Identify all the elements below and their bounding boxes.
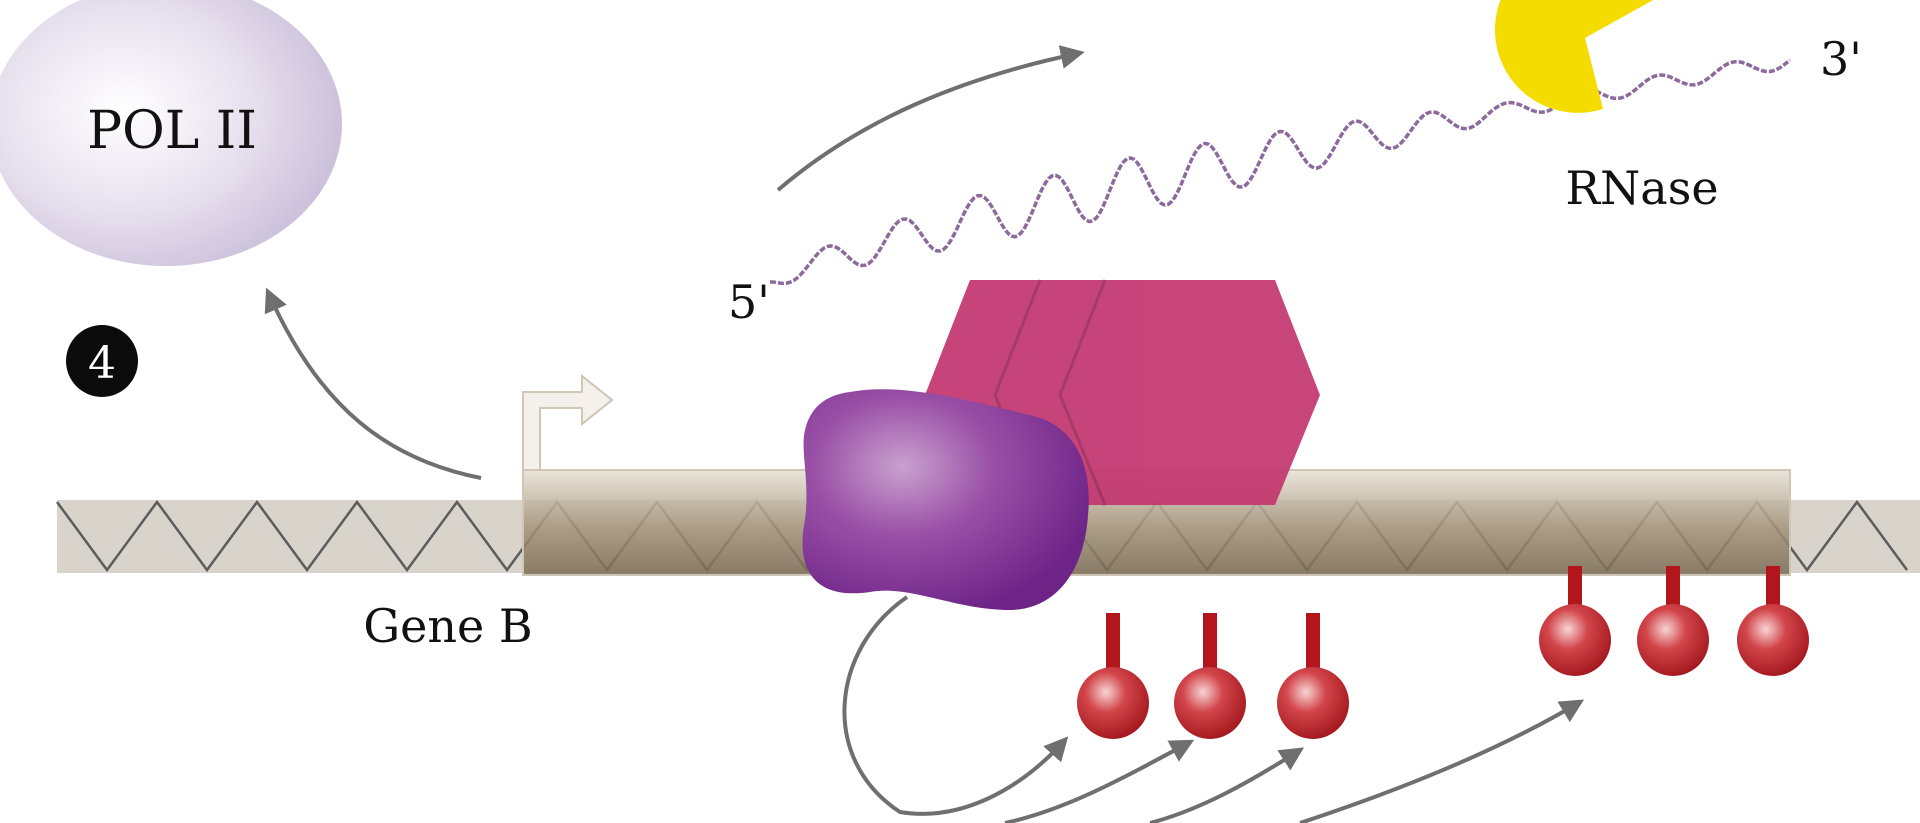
lollipop-icon: [1077, 613, 1149, 739]
lollipop-stem: [1306, 613, 1320, 673]
step-number-icon: [66, 325, 138, 397]
arrow-3: [1149, 747, 1305, 823]
rnase-pacman-icon: [1494, 0, 1654, 113]
lollipop-ball: [1637, 604, 1709, 676]
lollipop-ball: [1174, 667, 1246, 739]
lollipop-stem: [1666, 566, 1680, 610]
three-prime-label: 3': [1820, 32, 1862, 86]
rna-transcript: [770, 58, 1792, 286]
pol-ii-label: POL II: [87, 101, 257, 161]
modification-marks: [1077, 566, 1809, 739]
transcription-arrow: [776, 45, 1085, 192]
lollipop-ball: [1737, 604, 1809, 676]
lollipop-ball: [1277, 667, 1349, 739]
loop-arrow-1: [842, 595, 1069, 816]
lollipop-icon: [1539, 566, 1611, 676]
lollipop-icon: [1637, 566, 1709, 676]
lollipop-icon: [1277, 613, 1349, 739]
lollipop-icon: [1737, 566, 1809, 676]
pol-ii-ellipse: [0, 0, 342, 266]
release-arrow: [264, 287, 482, 480]
lollipop-stem: [1106, 613, 1120, 673]
five-prime-label: 5': [728, 275, 770, 329]
arrow-2: [1004, 739, 1195, 823]
lollipop-stem: [1203, 613, 1217, 673]
step-number: 4: [88, 338, 116, 389]
recruitment-arrows: [842, 595, 1585, 823]
lollipop-stem: [1766, 566, 1780, 610]
bent-arrow-icon: [522, 373, 614, 471]
lollipop-ball: [1077, 667, 1149, 739]
lollipop-stem: [1568, 566, 1582, 610]
arrow-4: [1299, 699, 1585, 823]
rnase-label: RNase: [1565, 161, 1718, 215]
purple-blob-protein: [802, 389, 1089, 611]
hexamer-edge-2: [1058, 279, 1107, 506]
gene-b-label: Gene B: [363, 599, 532, 653]
lollipop-ball: [1539, 604, 1611, 676]
lollipop-icon: [1174, 613, 1246, 739]
